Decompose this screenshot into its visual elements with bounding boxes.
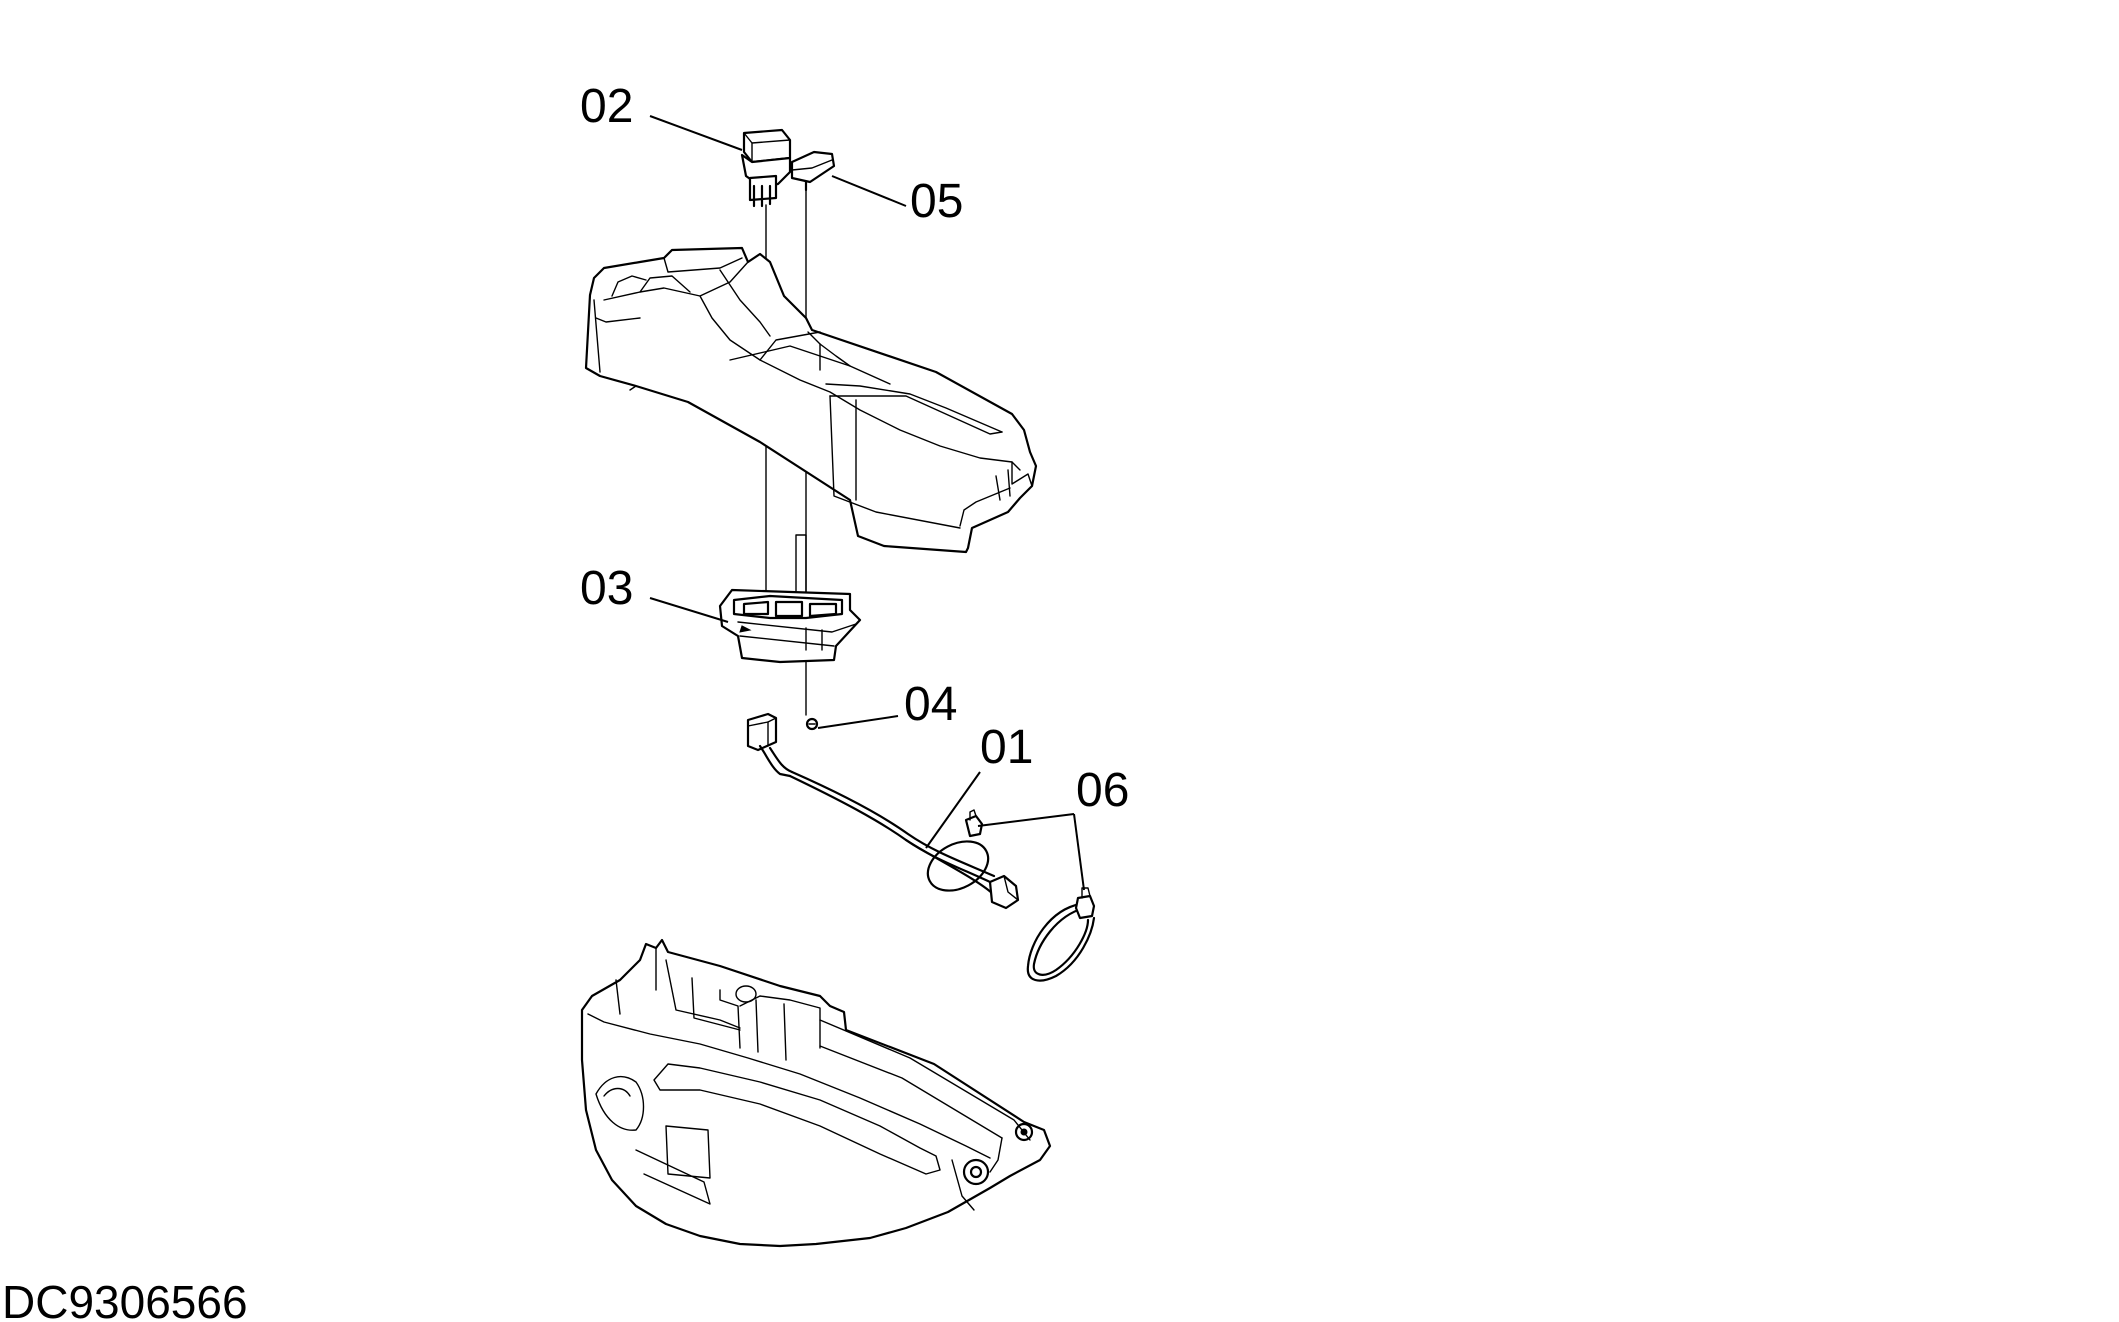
- callout-04: 04: [904, 678, 957, 731]
- console-lower-shell: [580, 938, 1052, 1248]
- callout-labels: 01 02 03 04 05 06: [580, 80, 1129, 817]
- part-02-switch[interactable]: [740, 128, 792, 208]
- drawing-code: DC9306566: [2, 1276, 248, 1322]
- leader-lines: [649, 115, 1085, 891]
- callout-01: 01: [980, 721, 1033, 774]
- callout-03: 03: [580, 562, 633, 615]
- callout-05: 05: [910, 175, 963, 228]
- part-06-cable-tie[interactable]: [1026, 887, 1096, 982]
- callout-06: 06: [1076, 764, 1129, 817]
- part-01-wire-harness[interactable]: [746, 712, 1020, 910]
- part-05-cover-plate[interactable]: [790, 150, 836, 192]
- part-04-screw[interactable]: [805, 717, 819, 731]
- console-upper-housing: [584, 246, 1038, 554]
- part-03-switch-frame[interactable]: [718, 588, 862, 664]
- callout-02: 02: [580, 80, 633, 133]
